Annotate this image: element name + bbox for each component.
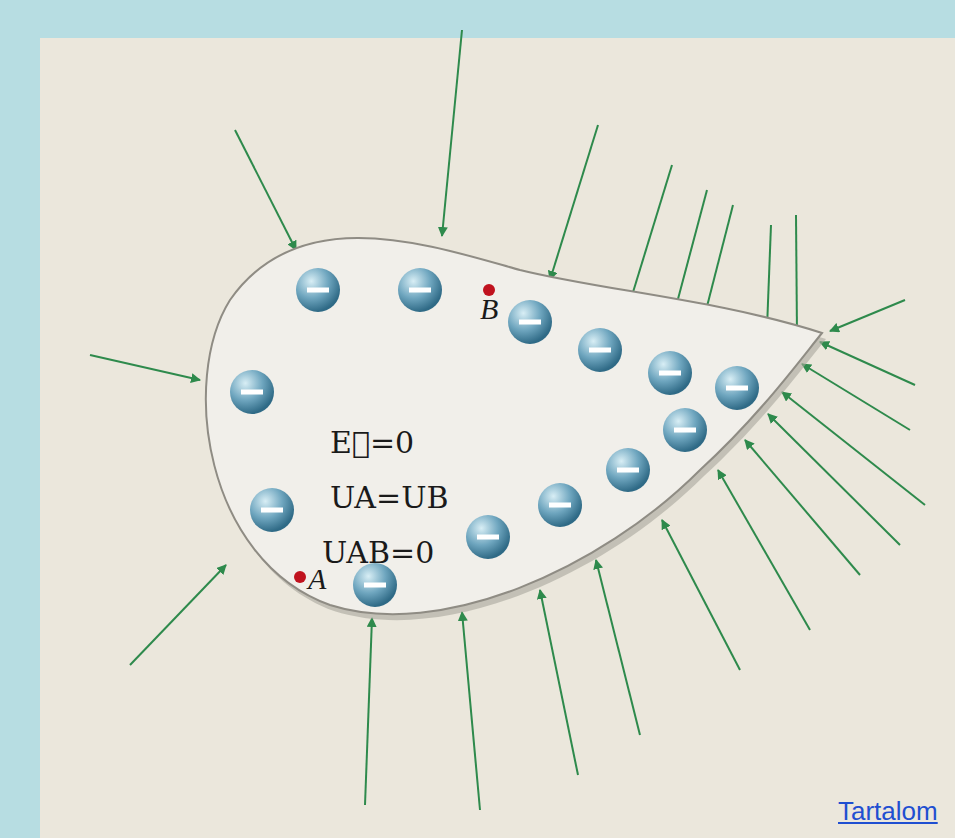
negative-charge	[578, 328, 622, 372]
formula-text: E⃗=0	[330, 425, 414, 460]
negative-charge	[230, 370, 274, 414]
conductor-body: E⃗=0UA=UB UAB=0	[190, 215, 830, 635]
negative-charge	[296, 268, 340, 312]
negative-charge	[715, 366, 759, 410]
negative-charge	[398, 268, 442, 312]
formula-text: UAB=0	[322, 535, 434, 570]
point-marker	[294, 571, 306, 583]
point-label: A	[308, 562, 326, 596]
negative-charge	[606, 448, 650, 492]
nav-link: Tartalom	[838, 796, 938, 827]
negative-charge	[663, 408, 707, 452]
formula-text: UA=UB	[330, 480, 449, 515]
negative-charge	[466, 515, 510, 559]
negative-charge	[508, 300, 552, 344]
teardrop-outline	[190, 215, 830, 635]
negative-charge	[538, 483, 582, 527]
point-label: B	[480, 292, 498, 326]
negative-charge	[648, 351, 692, 395]
negative-charge	[250, 488, 294, 532]
